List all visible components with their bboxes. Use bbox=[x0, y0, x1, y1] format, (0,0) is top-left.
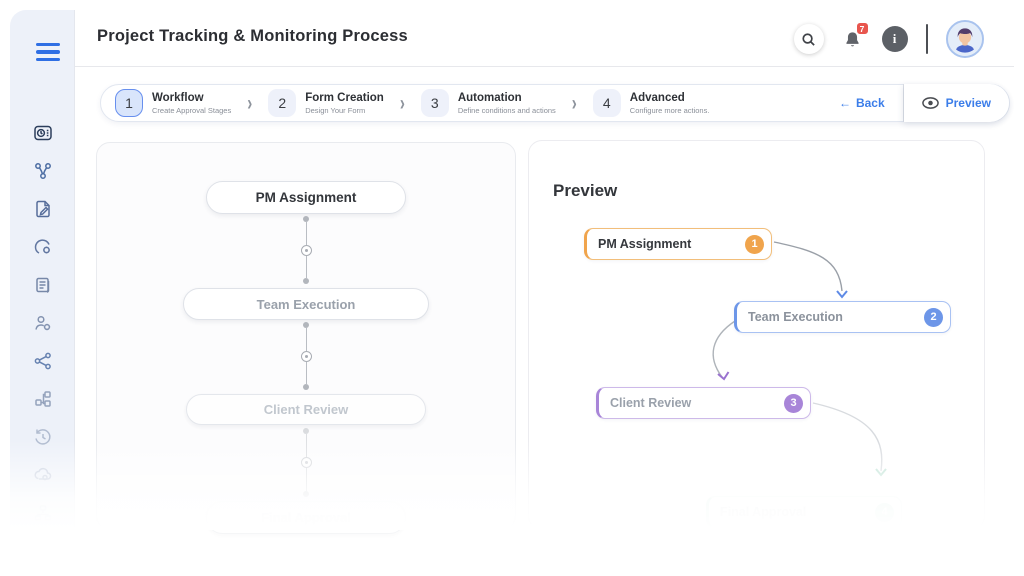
preview-panel-title: Preview bbox=[553, 181, 618, 200]
search-icon bbox=[802, 32, 815, 46]
preview-node-client-review[interactable]: Client Review 3 bbox=[596, 387, 811, 419]
preview-node-team-execution[interactable]: Team Execution 2 bbox=[734, 301, 951, 333]
workflow-icon[interactable] bbox=[32, 160, 54, 182]
stepper-bar: 1 Workflow Create Approval Stages › 2 Fo… bbox=[100, 84, 1010, 122]
team-settings-icon[interactable] bbox=[32, 312, 54, 334]
step-sublabel: Design Your Form bbox=[305, 105, 366, 115]
back-arrow-icon: ← bbox=[838, 96, 851, 110]
sitemap-icon[interactable] bbox=[32, 502, 54, 524]
chevron-right-icon: › bbox=[247, 91, 253, 115]
step-workflow[interactable]: 1 Workflow Create Approval Stages bbox=[115, 89, 231, 117]
step-label: Automation bbox=[457, 92, 522, 105]
stage-label: Final Approval bbox=[261, 510, 351, 525]
stage-team-execution[interactable]: Team Execution bbox=[183, 288, 429, 320]
notifications-button[interactable]: 7 bbox=[838, 22, 869, 54]
header-actions: 7 i bbox=[793, 20, 984, 58]
step-form-creation[interactable]: 2 Form Creation Design Your Form bbox=[268, 89, 384, 117]
step-number: 1 bbox=[115, 89, 143, 117]
user-avatar[interactable] bbox=[946, 20, 984, 58]
stage-pm-assignment[interactable]: PM Assignment bbox=[206, 181, 406, 214]
step-number: 2 bbox=[268, 89, 297, 117]
avatar-illustration bbox=[948, 22, 982, 56]
preview-node-final-approval[interactable]: Final Approval 4 bbox=[706, 496, 902, 528]
step-sublabel: Define conditions and actions bbox=[457, 105, 556, 115]
sidebar-icon-list bbox=[10, 122, 75, 524]
stage-connector bbox=[300, 216, 312, 284]
step-advanced[interactable]: 4 Advanced Configure more actions. bbox=[592, 89, 710, 117]
back-button[interactable]: ← Back bbox=[821, 96, 903, 110]
preview-label: Preview bbox=[945, 96, 991, 110]
document-edit-icon[interactable] bbox=[32, 198, 54, 220]
stage-label: Team Execution bbox=[256, 296, 356, 312]
chevron-right-icon: › bbox=[399, 91, 405, 115]
add-stage-button[interactable] bbox=[300, 244, 312, 256]
stage-final-approval[interactable]: Final Approval bbox=[206, 501, 406, 534]
back-label: Back bbox=[855, 96, 885, 110]
step-number: 4 bbox=[592, 89, 621, 117]
org-chart-icon[interactable] bbox=[32, 388, 54, 410]
stage-connector bbox=[300, 428, 312, 497]
sidebar bbox=[10, 10, 75, 530]
time-tracking-icon[interactable] bbox=[32, 122, 54, 144]
step-automation[interactable]: 3 Automation Define conditions and actio… bbox=[420, 89, 556, 117]
user-settings-icon[interactable] bbox=[32, 236, 54, 258]
stage-label: PM Assignment bbox=[255, 190, 357, 205]
workflow-stages-panel: PM Assignment Team Execution Client Revi… bbox=[96, 142, 516, 534]
node-label: Team Execution bbox=[748, 310, 843, 324]
node-label: Client Review bbox=[610, 396, 692, 410]
header: Project Tracking & Monitoring Process 7 … bbox=[75, 10, 1014, 67]
add-stage-button[interactable] bbox=[300, 457, 312, 468]
step-label: Form Creation bbox=[305, 92, 384, 105]
preview-button[interactable]: Preview bbox=[903, 84, 1009, 122]
add-stage-button[interactable] bbox=[300, 350, 312, 362]
node-badge: 3 bbox=[784, 393, 803, 413]
info-button[interactable]: i bbox=[881, 26, 908, 52]
search-button[interactable] bbox=[793, 24, 824, 54]
node-label: PM Assignment bbox=[598, 237, 692, 251]
notification-badge: 7 bbox=[855, 22, 869, 35]
header-divider bbox=[925, 24, 928, 54]
stepper-actions: ← Back Preview bbox=[821, 84, 1009, 122]
eye-icon bbox=[921, 97, 939, 109]
preview-node-pm-assignment[interactable]: PM Assignment 1 bbox=[584, 228, 772, 260]
step-number: 3 bbox=[420, 89, 449, 117]
node-badge: 2 bbox=[924, 307, 943, 327]
chevron-right-icon: › bbox=[571, 91, 577, 115]
bell-icon bbox=[846, 31, 859, 46]
deployment-icon[interactable] bbox=[32, 464, 54, 486]
share-nodes-icon[interactable] bbox=[32, 350, 54, 372]
step-sublabel: Create Approval Stages bbox=[152, 105, 232, 115]
stage-label: Client Review bbox=[263, 402, 349, 417]
stage-client-review[interactable]: Client Review bbox=[186, 394, 426, 425]
documents-icon[interactable] bbox=[32, 274, 54, 296]
step-label: Advanced bbox=[629, 92, 685, 105]
node-badge: 4 bbox=[875, 502, 894, 522]
node-label: Final Approval bbox=[720, 505, 807, 519]
node-badge: 1 bbox=[745, 234, 764, 254]
step-label: Workflow bbox=[152, 92, 204, 105]
menu-icon[interactable] bbox=[36, 43, 60, 61]
history-icon[interactable] bbox=[32, 426, 54, 448]
stage-connector bbox=[300, 322, 312, 390]
preview-panel: Preview PM Assignment 1 Team Execution 2… bbox=[528, 140, 985, 530]
step-sublabel: Configure more actions. bbox=[629, 105, 710, 115]
stepper-divider bbox=[902, 84, 904, 122]
app-window: Project Tracking & Monitoring Process 7 … bbox=[10, 10, 1014, 534]
page-title: Project Tracking & Monitoring Process bbox=[97, 27, 408, 45]
